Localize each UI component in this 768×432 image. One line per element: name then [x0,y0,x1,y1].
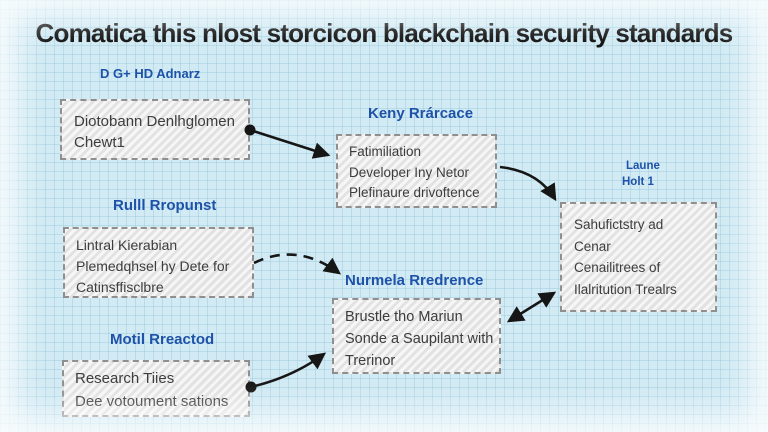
node-line: Trerinor [345,352,396,369]
arrow-research-to-brustle [250,352,327,389]
keny-label: Keny Rrárcace [368,105,474,122]
node-brustle: Brustle tho Mariun Sonde a Saupilant wit… [332,298,501,374]
node-line: Diotobann Denlhglomen [74,113,235,130]
node-line: Cenailitrees of [574,260,661,276]
node-line: Plemedqhsel hy Dete for [76,258,230,274]
node-line: Sonde a Saupilant with [345,330,494,347]
node-line: Catinsffisclbre [76,279,164,295]
node-line: Dee votoument sations [75,392,229,410]
laune-label-line1: Laune [626,160,660,172]
node-research: Research Tiies Dee votoument sations [62,360,250,417]
arrow-diotobann-to-familiation [249,128,331,159]
arrow-brustle-sahufictstry-double [506,291,557,323]
node-lintral: Lintral Kierabian Plemedqhsel hy Dete fo… [63,227,254,298]
node-line: Lintral Kierabian [76,237,178,253]
arrow-lintral-to-numela [253,253,342,275]
node-diotobann: Diotobann Denlhglomen Chewt1 [60,99,250,160]
laune-label: Laune Holt 1 [622,159,660,190]
node-line: Fatimiliation [349,144,422,159]
node-line: Sahufictstry ad [574,217,664,232]
node-line: Chewt1 [74,134,125,151]
rull-label: Rulll Rropunst [113,197,217,214]
node-line: Plefinaure drivoftence [349,185,480,201]
diagram-title: Comatica this nlost storcicon blackchain… [35,18,734,48]
arrow-familiation-to-sahufictstry [499,165,557,202]
node-line: Developer Iny Netor [349,164,470,180]
motil-label: Motil Rreactod [110,331,215,348]
node-line: Research Tiies [75,370,175,387]
numela-label: Nurmela Rredrence [345,272,484,289]
laune-label-line2: Holt 1 [622,175,654,188]
node-familiation: Fatimiliation Developer Iny Netor Plefin… [336,134,497,208]
node-line: Cenar [574,238,611,254]
subtitle-label: D G+ HD Adnarz [100,66,201,81]
node-line: Brustle tho Mariun [345,309,463,325]
node-sahufictstry: Sahufictstry ad Cenar Cenailitrees of Il… [560,202,717,312]
node-line: Ilalritution Trealrs [574,281,677,297]
